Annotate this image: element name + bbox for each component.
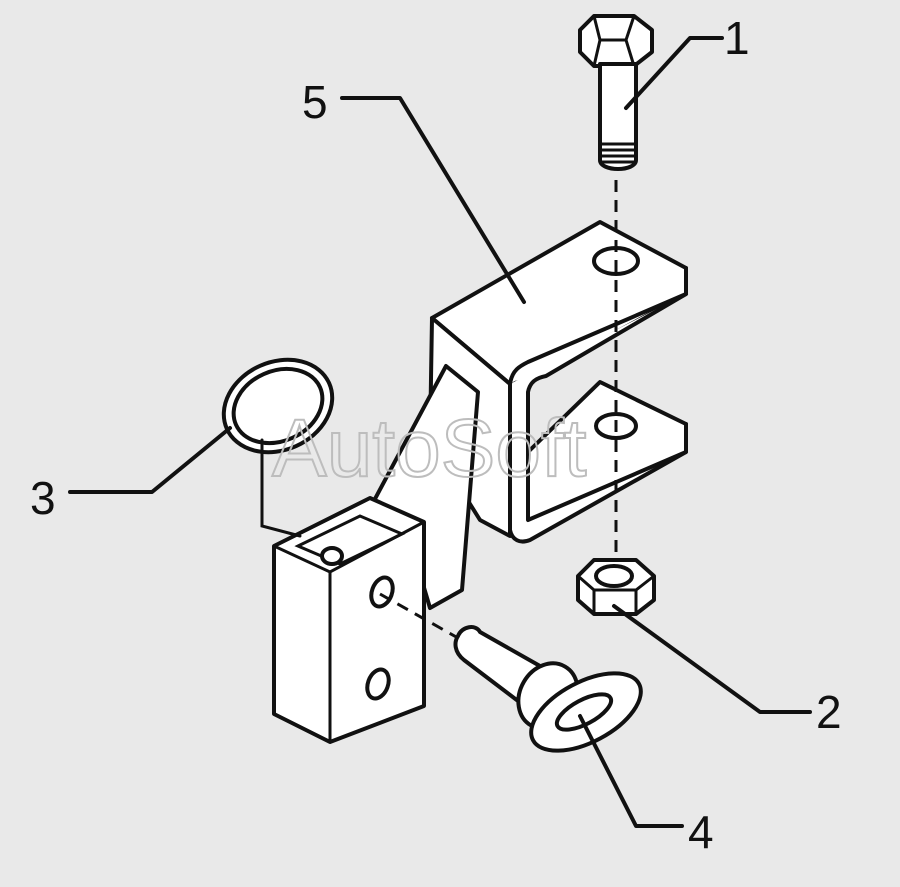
clevis-pin	[453, 625, 643, 753]
callout-3: 3	[30, 472, 56, 524]
callout-1: 1	[724, 12, 750, 64]
assembly-axes	[379, 180, 618, 640]
callouts: 1 2 3 4 5	[30, 12, 842, 858]
bolt	[578, 14, 654, 171]
snap-ring	[221, 357, 335, 538]
callout-2: 2	[816, 686, 842, 738]
callout-4: 4	[688, 806, 714, 858]
leader-lines	[68, 36, 812, 828]
nut	[576, 558, 656, 616]
callout-5: 5	[302, 76, 328, 128]
watermark-text: AutoSoft	[272, 403, 587, 494]
clevis-block	[272, 496, 426, 744]
